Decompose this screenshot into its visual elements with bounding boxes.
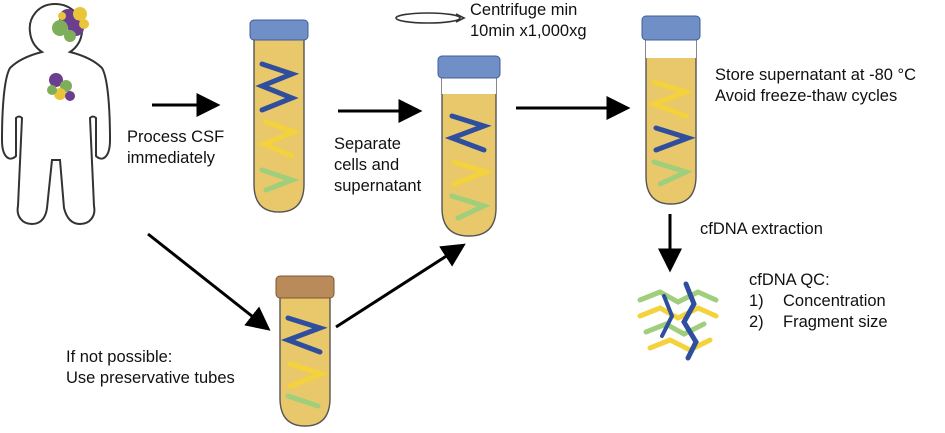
qc-item: 2) Fragment size [749,312,888,333]
store-label: Store supernatant at -80 °C Avoid freeze… [715,65,916,107]
qc-title: cfDNA QC: [749,271,830,289]
fallback-line-1: If not possible: [66,348,173,366]
human-outline-icon [0,2,112,226]
separate-label: Separate cells and supernatant [334,134,421,197]
centrifuge-line-1: Centrifuge min [470,1,578,19]
fallback-line-2: Use preservative tubes [66,369,235,387]
centrifuge-label: Centrifuge min 10min x1,000xg [470,0,587,42]
qc-list: cfDNA QC: 1) Concentration 2) Fragment s… [749,270,888,333]
qc-item-number: 1) [749,292,764,310]
store-line-2: Avoid freeze-thaw cycles [715,87,898,105]
test-tube-icon [249,19,309,213]
separate-line-1: Separate [334,135,401,153]
process-line-1: Process CSF [127,128,225,146]
qc-item-number: 2) [749,313,764,331]
dna-fragments-icon [637,281,719,361]
separate-line-2: cells and [334,156,400,174]
brain-cell-cluster-icon [52,7,89,42]
fallback-label: If not possible: Use preservative tubes [66,347,235,389]
test-tube-icon [641,15,701,205]
centrifuge-rotation-icon [395,12,466,24]
qc-item-text: Fragment size [783,313,888,331]
spine-cell-cluster-icon [47,73,75,101]
centrifuge-line-2: 10min x1,000xg [470,22,587,40]
test-tube-icon [275,275,335,427]
separate-line-3: supernatant [334,177,422,195]
process-line-2: immediately [127,149,216,167]
qc-item: 1) Concentration [749,291,888,312]
process-csf-label: Process CSF immediately [127,127,224,169]
test-tube-icon [437,55,501,237]
extraction-label: cfDNA extraction [700,220,823,238]
store-line-1: Store supernatant at -80 °C [715,66,917,84]
arrow-from-preservative-tube [335,243,466,329]
qc-item-text: Concentration [783,292,886,310]
arrow-to-preservative-tube [147,232,271,331]
